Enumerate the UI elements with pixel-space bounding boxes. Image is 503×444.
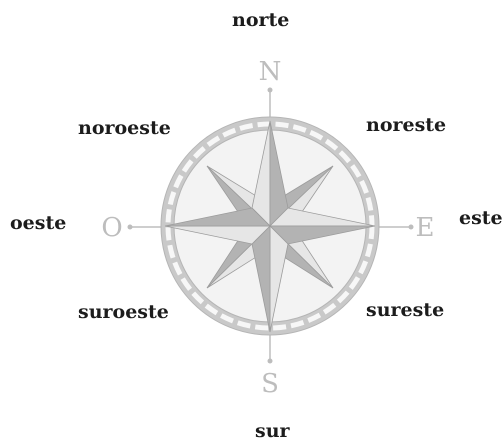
west-dot	[128, 225, 133, 230]
compass-letter-e: E	[416, 213, 435, 243]
south-dot	[268, 359, 273, 364]
compass-letter-n: N	[259, 57, 282, 87]
east-dot	[409, 225, 414, 230]
compass-letter-o: O	[101, 213, 122, 243]
north-dot	[268, 88, 273, 93]
compass-letter-s: S	[261, 369, 279, 399]
